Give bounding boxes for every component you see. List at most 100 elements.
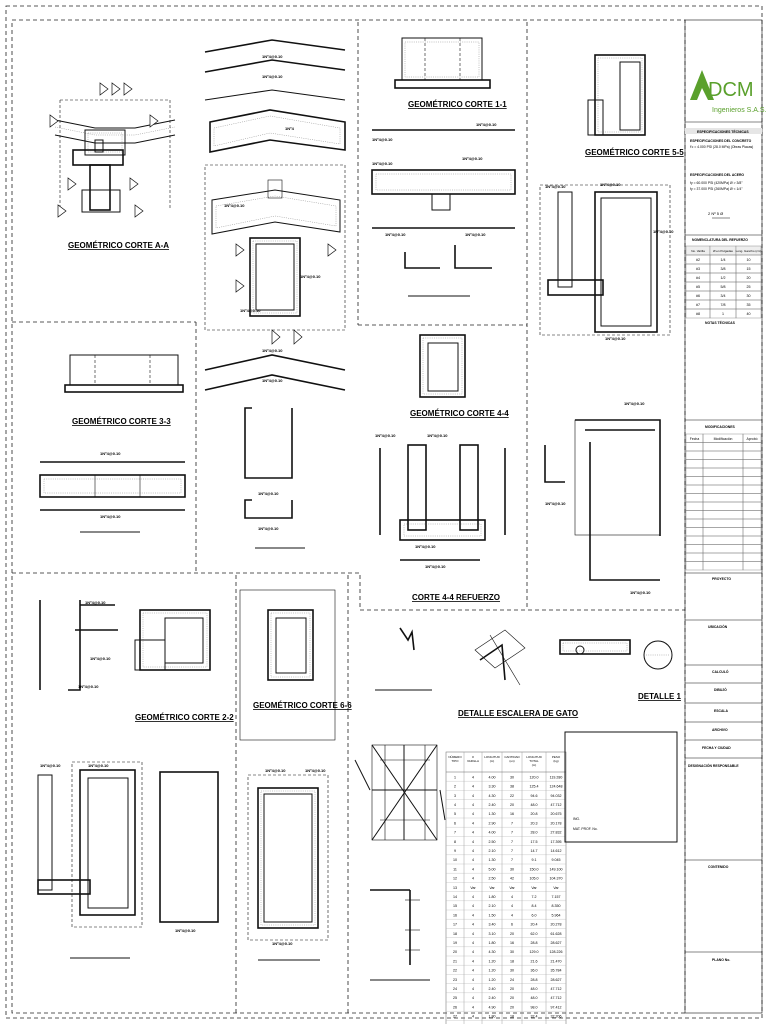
rebar-label: 1Nº4@0.10 — [240, 308, 261, 313]
section-2-2: 1Nº4@0.10 1Nº4@0.10 1Nº4@0.10 GEOMÉTRICO… — [37, 600, 234, 959]
table-cell: 8.350 — [552, 904, 561, 908]
table-cell: 94.6 — [531, 794, 538, 798]
table-cell: 13 — [453, 886, 457, 890]
section-a-a: GEOMÉTRICO CORTE A-A — [49, 82, 176, 250]
logo-letters: DCM — [708, 79, 754, 101]
bent-bars-top: 1Nº4@0.10 1Nº4@0.10 1Nº4 1Nº4@0.10 1Nº4@… — [204, 39, 346, 345]
nomenclature-cell: 10 — [747, 258, 751, 262]
table-cell: 10 — [453, 858, 457, 862]
rebar-symbol: 2 Nº 5 Ø — [708, 211, 723, 216]
modification-cell-box — [702, 510, 744, 520]
steel-value-1: fy = 60.000 PSI (420MPa) Ø > 3/8" — [690, 181, 743, 185]
table-cell: 4 — [472, 1005, 474, 1009]
nomenclature-cell: 35 — [747, 303, 751, 307]
modification-cell-box — [702, 484, 744, 494]
detail-1: DETALLE 1 — [559, 639, 682, 701]
scale-label: ESCALA — [714, 709, 728, 713]
table-cell: 4 — [472, 932, 474, 936]
modification-cell-box — [702, 450, 744, 460]
table-cell: 30 — [510, 969, 514, 973]
table-cell: 1.20 — [489, 959, 496, 963]
table-cell: 14.7 — [531, 849, 538, 853]
drawing-label: DIBUJÓ — [714, 687, 727, 692]
table-cell: 4 — [472, 877, 474, 881]
nomenclature-cell: 1 — [722, 312, 724, 316]
modification-cell-box — [742, 493, 762, 503]
table-cell: 20.8 — [531, 812, 538, 816]
nomenclature-header-cell: No. Varilla — [691, 249, 705, 253]
stirrups-right: 1Nº4@0.10 1Nº4@0.10 1Nº4@0.10 — [544, 401, 661, 595]
table-frame — [445, 751, 567, 1024]
table-cell: 6 — [454, 821, 456, 825]
rebar-label: 1Nº4@0.10 — [100, 451, 121, 456]
modification-cell-box — [685, 544, 704, 554]
sheet-number-label: PLANO No. — [712, 958, 730, 962]
modification-cell-box — [702, 476, 744, 486]
table-cell: 24 — [510, 978, 514, 982]
table-cell: 4 — [454, 803, 456, 807]
nomenclature-cell: #4 — [696, 276, 700, 280]
table-cell: 4 — [472, 895, 474, 899]
table-cell: Var — [509, 886, 515, 890]
table-cell: 38 — [510, 785, 514, 789]
rebar-label: 1Nº4@0.10 — [265, 768, 286, 773]
table-cell: 119.280 — [550, 775, 563, 779]
modification-cell-box — [685, 552, 704, 562]
table-header-cell: LONGITUD — [484, 755, 500, 759]
responsible-label: DESIGNACIÓN RESPONSABLE — [688, 763, 739, 768]
table-cell: 20 — [510, 996, 514, 1000]
rebar-label: 1Nº4@0.10 — [465, 232, 486, 237]
table-cell: 9.1 — [532, 858, 537, 862]
nomenclature-cell: #8 — [696, 312, 700, 316]
rebar-label: 1Nº4@0.10 — [425, 564, 446, 569]
modification-cell-box — [685, 476, 704, 486]
modification-cell-box — [685, 561, 704, 571]
rebar-label: 1Nº4@0.10 — [305, 768, 326, 773]
modification-cell-box — [742, 459, 762, 469]
table-header-cell: # — [472, 755, 474, 759]
rebar-label: 1Nº4@0.10 — [262, 348, 283, 353]
table-cell: 5.00 — [489, 867, 496, 871]
table-cell: 5 — [454, 812, 456, 816]
table-cell: 16 — [510, 941, 514, 945]
table-cell: 22 — [453, 969, 457, 973]
table-cell: 20.3 — [531, 821, 538, 825]
table-cell: 4 — [472, 969, 474, 973]
nomenclature-cell: 3/4 — [721, 294, 726, 298]
modification-cell-box — [685, 493, 704, 503]
table-cell: 3 — [454, 794, 456, 798]
table-cell: 4 — [472, 959, 474, 963]
table-cell: 17 — [453, 923, 457, 927]
table-cell: 1.80 — [489, 941, 496, 945]
table-cell: 28.8 — [531, 978, 538, 982]
table-header-cell: VARILLA — [467, 759, 479, 763]
table-cell: 21.470 — [551, 959, 562, 963]
nomenclature-cell: 15 — [747, 267, 751, 271]
table-cell: 32.4 — [531, 1015, 538, 1019]
modification-cell-box — [685, 484, 704, 494]
table-cell: 30 — [510, 950, 514, 954]
rebar-label: 1Nº4@0.10 — [100, 514, 121, 519]
title-section-2-2: GEOMÉTRICO CORTE 2-2 — [135, 713, 234, 722]
table-cell: 9.045 — [552, 858, 561, 862]
table-cell: 104.370 — [550, 877, 563, 881]
rebar-label: 1Nº4@0.10 — [175, 928, 196, 933]
table-cell: 7.157 — [552, 895, 561, 899]
table-cell: 30 — [510, 867, 514, 871]
table-cell: 21 — [453, 959, 457, 963]
table-cell: 4.90 — [489, 1005, 496, 1009]
nomenclature-cell: #7 — [696, 303, 700, 307]
table-header-cell: (m) — [490, 759, 495, 763]
project-label: PROYECTO — [712, 577, 731, 581]
nomenclature-cell: #3 — [696, 267, 700, 271]
table-cell: Var — [470, 886, 476, 890]
rebar-label: 1Nº4@0.10 — [224, 203, 245, 208]
table-cell: 4 — [511, 904, 513, 908]
file-label: ARCHIVO — [712, 728, 728, 732]
table-cell: 1.50 — [489, 913, 496, 917]
table-cell: 2.50 — [489, 840, 496, 844]
modification-cell-box — [742, 552, 762, 562]
bent-bars-middle: 1Nº4@0.10 1Nº4@0.10 1Nº4@0.10 1Nº4@0.10 — [204, 348, 346, 549]
table-cell: 26 — [453, 1005, 457, 1009]
nomenclature-cell: 3/8 — [721, 267, 726, 271]
